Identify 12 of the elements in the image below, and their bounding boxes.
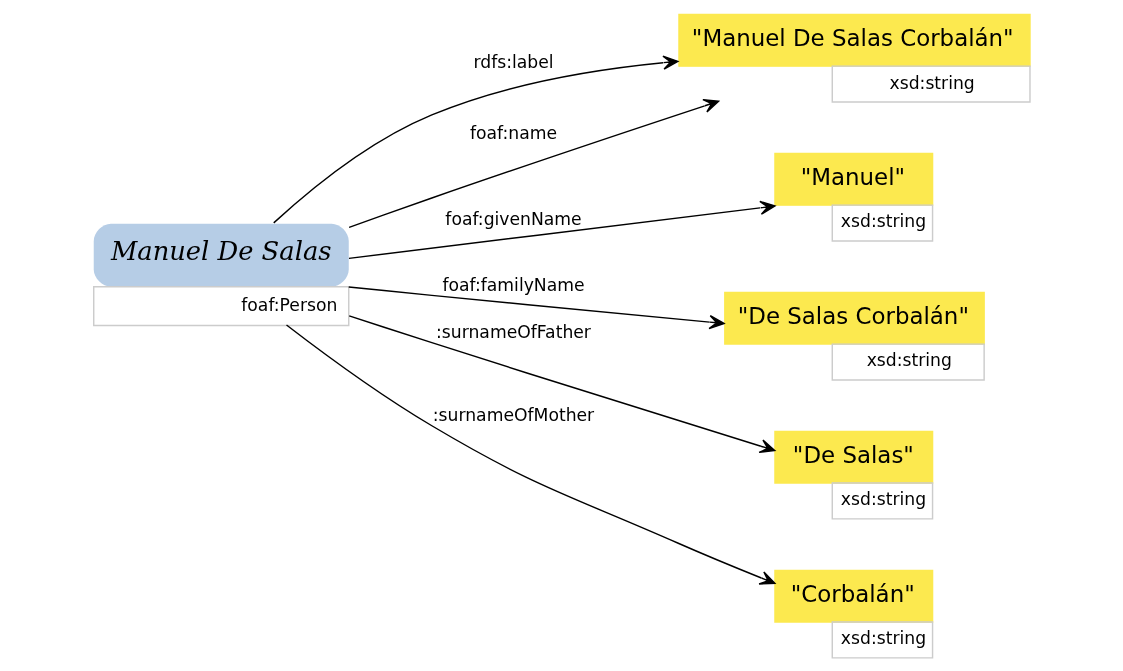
arrow: [348, 286, 725, 330]
edge-label: foaf:givenName: [445, 208, 582, 229]
edge-label: foaf:familyName: [442, 274, 585, 295]
edge-label: foaf:name: [469, 122, 558, 143]
arrow: [273, 55, 679, 224]
edge-label: rdfs:label: [473, 52, 554, 73]
edge-label: :surnameOfFather: [436, 321, 591, 342]
arrow: [348, 200, 776, 260]
arrow: [348, 315, 776, 454]
edge-label: :surnameOfMother: [432, 404, 595, 425]
arrow: [285, 324, 776, 585]
arrow: [348, 98, 720, 229]
